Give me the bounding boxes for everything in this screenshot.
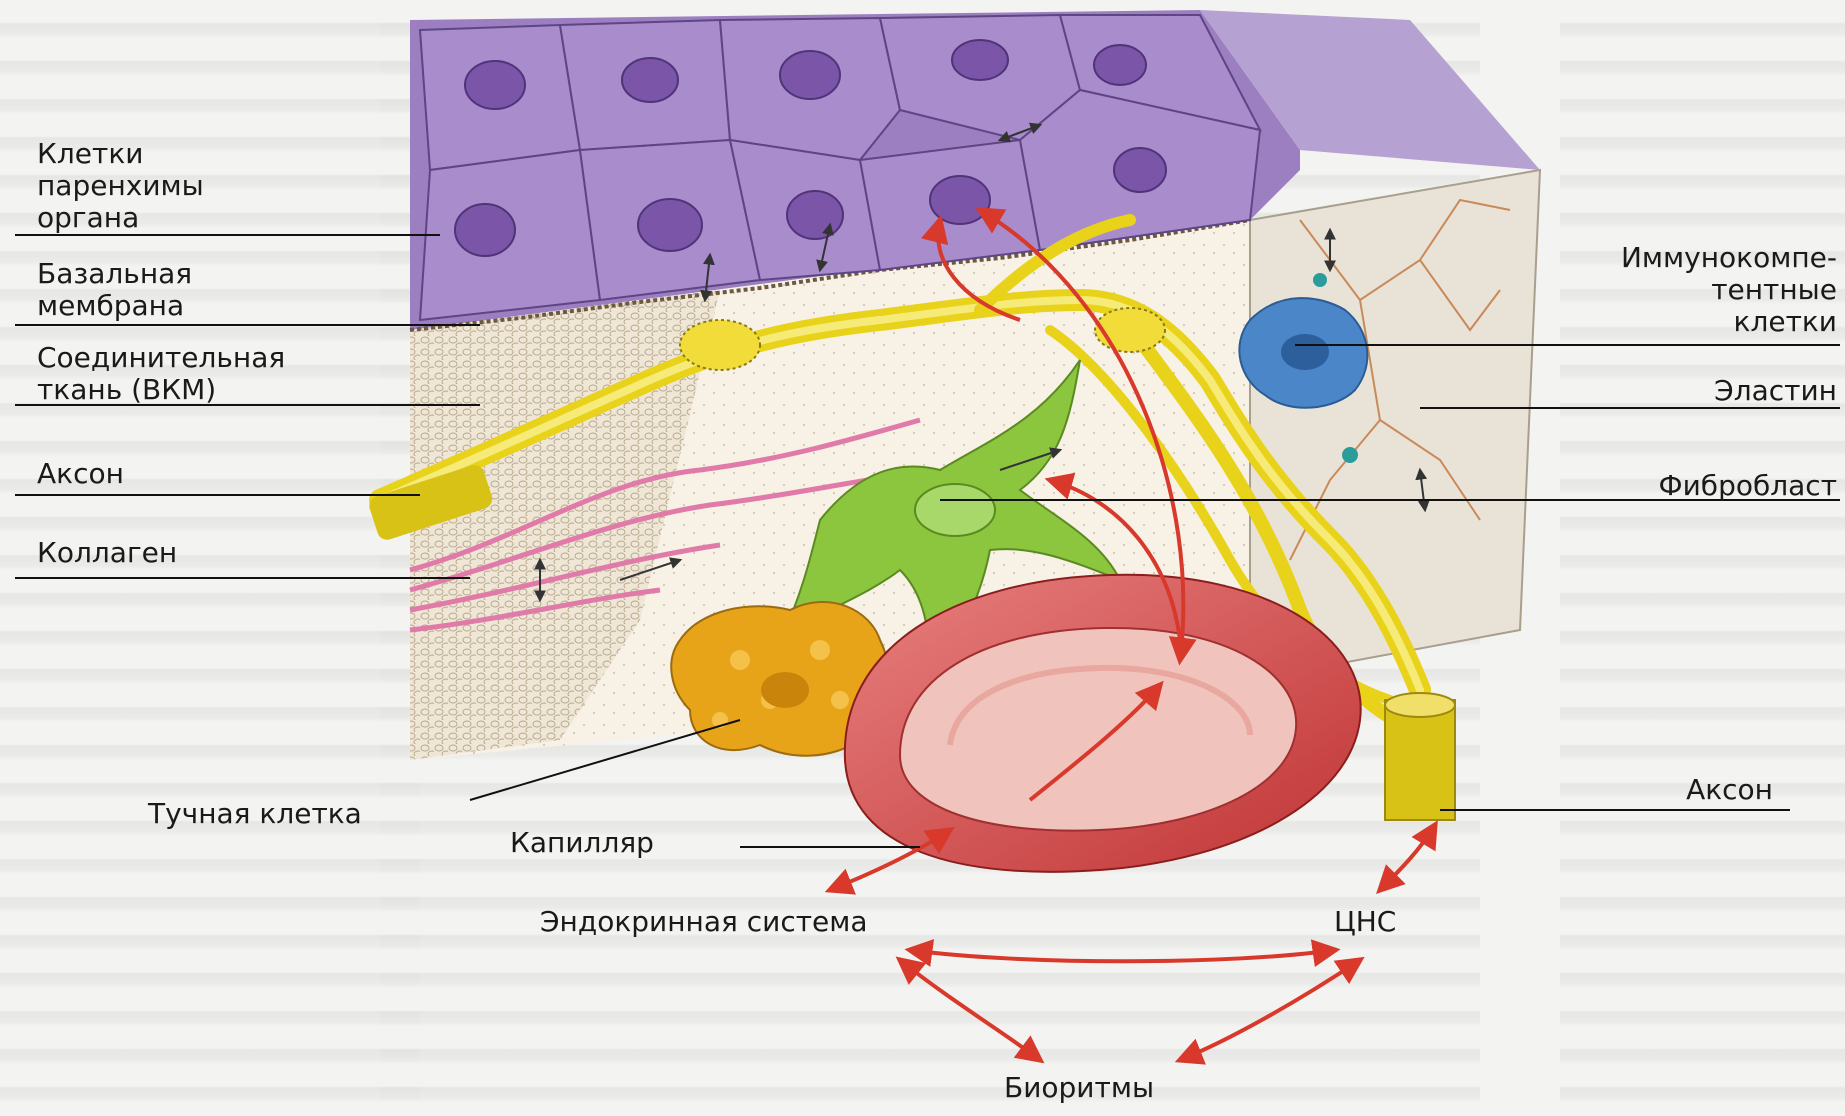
arrow-cns-biorhythms <box>1180 960 1360 1060</box>
nucleus <box>455 204 515 256</box>
label-line: мембрана <box>37 290 192 322</box>
label-axon-left: Аксон <box>37 458 124 490</box>
label-line: органа <box>37 202 204 234</box>
label-line: Базальная <box>37 258 192 290</box>
immune-cell-nucleus <box>1281 334 1329 370</box>
label-biorhythms: Биоритмы <box>1004 1072 1154 1104</box>
nucleus <box>780 51 840 99</box>
nucleus <box>465 61 525 109</box>
mast-granule <box>730 650 750 670</box>
nucleus <box>787 191 843 239</box>
label-line: Соединительная <box>37 342 285 374</box>
label-axon-right: Аксон <box>1686 774 1773 806</box>
immune-granule <box>1342 447 1358 463</box>
label-elastin: Эластин <box>1714 375 1837 407</box>
arrow-endocrine-biorhythms <box>900 960 1040 1060</box>
immune-granule <box>1313 273 1327 287</box>
label-line: Иммунокомпе- <box>1621 242 1837 274</box>
fibroblast-nucleus <box>915 484 995 536</box>
label-collagen: Коллаген <box>37 537 177 569</box>
arrow-endocrine-cns <box>910 950 1335 961</box>
label-immunocompetent: Иммунокомпе- тентные клетки <box>1621 242 1837 338</box>
nucleus <box>952 40 1008 80</box>
label-mast-cell: Тучная клетка <box>148 798 362 830</box>
label-line: ткань (ВКМ) <box>37 374 285 406</box>
mast-cell-nucleus <box>761 672 809 708</box>
arrow-endocrine-capillary <box>830 830 950 890</box>
label-line: тентные <box>1621 274 1837 306</box>
nucleus <box>1114 148 1166 192</box>
label-cns: ЦНС <box>1334 906 1396 938</box>
label-line: Клетки <box>37 138 204 170</box>
arrow-cns-axon <box>1380 825 1435 890</box>
label-line: паренхимы <box>37 170 204 202</box>
label-capillary: Капилляр <box>510 827 654 859</box>
label-line: клетки <box>1621 306 1837 338</box>
nucleus <box>622 58 678 102</box>
nerve-ending <box>1095 308 1165 352</box>
nucleus <box>638 199 702 251</box>
nucleus <box>1094 45 1146 85</box>
nucleus <box>930 176 990 224</box>
label-connective-tissue: Соединительная ткань (ВКМ) <box>37 342 285 406</box>
label-parenchyma: Клетки паренхимы органа <box>37 138 204 234</box>
nerve-ending <box>680 320 760 370</box>
label-fibroblast: Фибробласт <box>1659 470 1838 502</box>
mast-granule <box>810 640 830 660</box>
mast-granule <box>831 691 849 709</box>
label-basal-membrane: Базальная мембрана <box>37 258 192 322</box>
label-endocrine: Эндокринная система <box>540 906 868 938</box>
